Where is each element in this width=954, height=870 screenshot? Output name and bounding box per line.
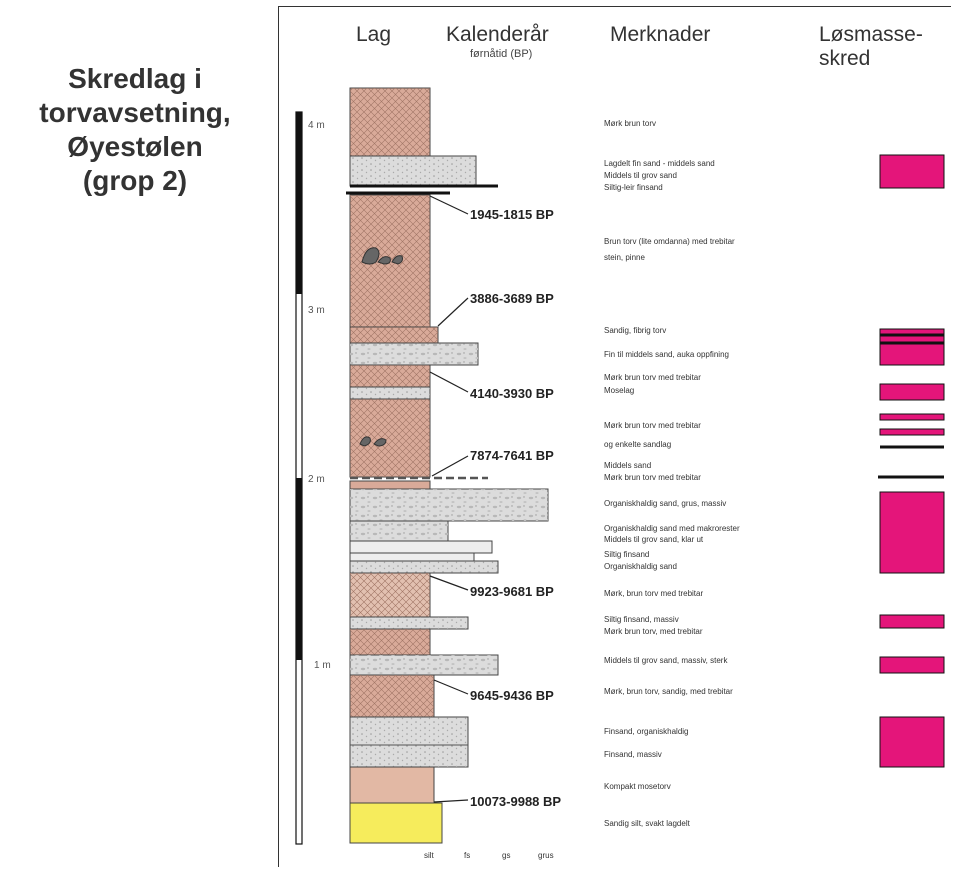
remark-4: Siltig-leir finsand [604, 183, 663, 192]
remark-19: Organiskhaldig sand [604, 562, 677, 571]
grain-label-grus: grus [538, 851, 554, 860]
remark-20: Mørk, brun torv med trebitar [604, 589, 703, 598]
date-label-1: 1945-1815 BP [470, 207, 554, 222]
depth-label-2m: 2 m [308, 474, 325, 485]
depth-scale-bar [296, 112, 302, 844]
remark-10: Moselag [604, 386, 634, 395]
remark-15: Organiskhaldig sand, grus, massiv [604, 499, 726, 508]
remark-26: Finsand, massiv [604, 750, 662, 759]
slide-bar-5 [880, 429, 944, 435]
remarks-column: Mørk brun torv Lagdelt fin sand - middel… [604, 119, 740, 828]
remark-22: Mørk brun torv, med trebitar [604, 627, 703, 636]
slide-bar-3 [880, 384, 944, 400]
remark-13: Middels sand [604, 461, 651, 470]
depth-label-4m: 4 m [308, 120, 325, 131]
remark-7: Sandig, fibrig torv [604, 326, 666, 335]
remark-25: Finsand, organiskhaldig [604, 727, 689, 736]
remark-8: Fin til middels sand, auka oppfining [604, 350, 729, 359]
remark-28: Sandig silt, svakt lagdelt [604, 819, 691, 828]
slide-bar-6 [880, 492, 944, 573]
slide-bar-1 [880, 155, 944, 188]
grain-label-silt: silt [424, 851, 435, 860]
remark-2: Lagdelt fin sand - middels sand [604, 159, 715, 168]
layer-coarse-sand [350, 541, 492, 553]
depth-label-1m: 1 m [314, 660, 331, 671]
grain-label-fs: fs [464, 851, 470, 860]
layer-peat-2m [350, 481, 430, 489]
date-label-6: 9645-9436 BP [470, 688, 554, 703]
stratigraphic-column [346, 88, 548, 843]
slide-bar-4 [880, 414, 944, 420]
layer-silty-fine-sand [350, 553, 474, 561]
date-label-4: 7874-7641 BP [470, 448, 554, 463]
remark-5: Brun torv (lite omdanna) med trebitar [604, 237, 735, 246]
grain-label-gs: gs [502, 851, 510, 860]
remark-6: stein, pinne [604, 253, 645, 262]
layer-sandy-silt [350, 803, 442, 843]
remark-23: Middels til grov sand, massiv, sterk [604, 656, 728, 665]
remark-3: Middels til grov sand [604, 171, 677, 180]
slide-bar-9 [880, 717, 944, 767]
layer-compact-moss-peat [350, 767, 434, 803]
date-label-5: 9923-9681 BP [470, 584, 554, 599]
remark-9: Mørk brun torv med trebitar [604, 373, 701, 382]
landslide-indicators [880, 155, 944, 767]
depth-label-3m: 3 m [308, 305, 325, 316]
date-label-3: 4140-3930 BP [470, 386, 554, 401]
remark-11: Mørk brun torv med trebitar [604, 421, 701, 430]
remark-1: Mørk brun torv [604, 119, 656, 128]
remark-17: Middels til grov sand, klar ut [604, 535, 704, 544]
date-label-7: 10073-9988 BP [470, 794, 561, 809]
slide-bar-7 [880, 615, 944, 628]
date-label-2: 3886-3689 BP [470, 291, 554, 306]
remark-27: Kompakt mosetorv [604, 782, 671, 791]
remark-24: Mørk, brun torv, sandig, med trebitar [604, 687, 733, 696]
remark-21: Siltig finsand, massiv [604, 615, 679, 624]
remark-14: Mørk brun torv med trebitar [604, 473, 701, 482]
slide-bar-8 [880, 657, 944, 673]
remark-18: Siltig finsand [604, 550, 649, 559]
remark-16: Organiskhaldig sand med makrorester [604, 524, 740, 533]
remark-12: og enkelte sandlag [604, 440, 671, 449]
grain-size-axis: silt fs gs grus [424, 851, 554, 860]
